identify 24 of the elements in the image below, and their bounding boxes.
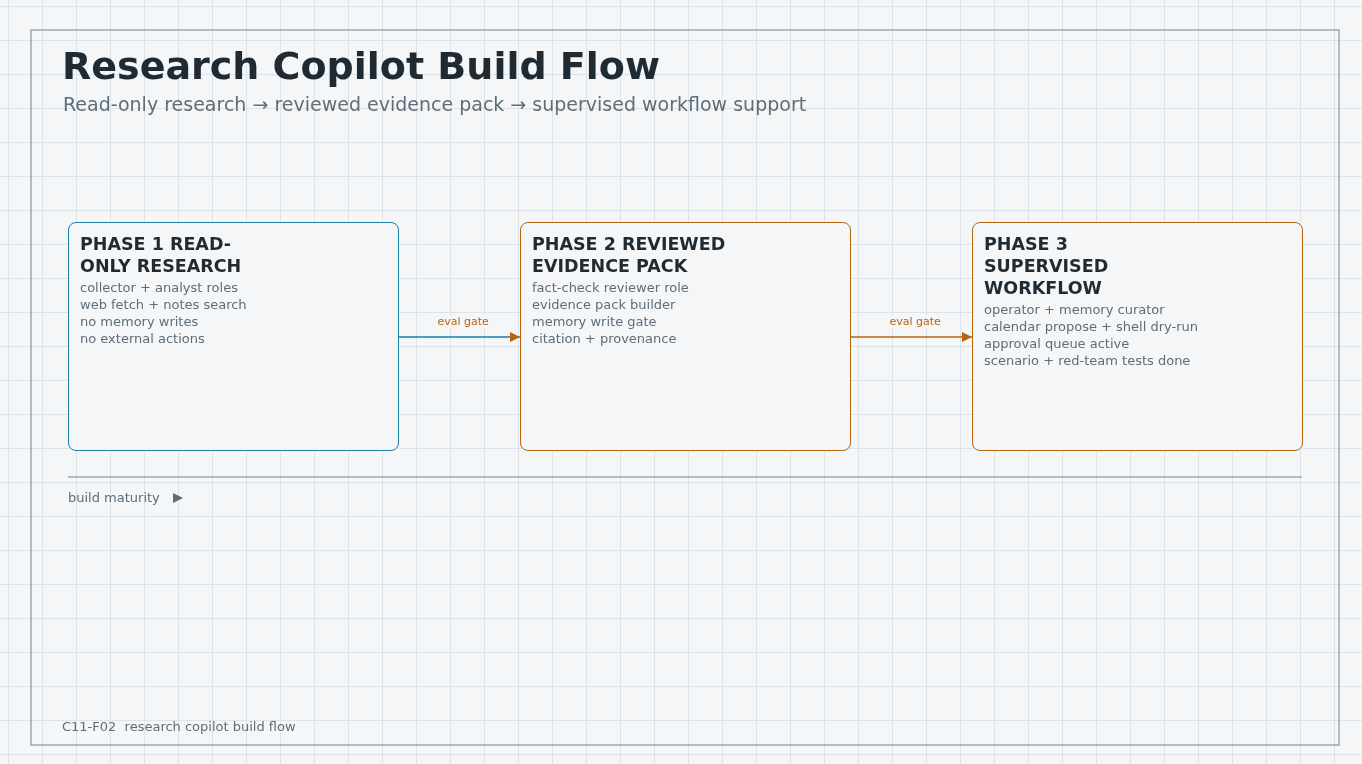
list-item: no external actions — [80, 330, 206, 347]
list-item: evidence pack builder — [532, 296, 677, 313]
list-item: no memory writes — [80, 313, 200, 330]
list-item: operator + memory curator — [984, 301, 1166, 318]
phase-card — [68, 222, 399, 451]
arrow — [850, 331, 973, 343]
title: Research Copilot Build Flow — [62, 44, 661, 88]
phase-heading: PHASE 3 SUPERVISED WORKFLOW — [984, 233, 1110, 299]
list-item: memory write gate — [532, 313, 658, 330]
list-item: scenario + red-team tests done — [984, 352, 1192, 369]
list-item: fact-check reviewer role — [532, 279, 690, 296]
list-item: approval queue active — [984, 335, 1131, 352]
list-item: collector + analyst roles — [80, 279, 239, 296]
caption: C11-F02 research copilot build flow — [62, 719, 296, 734]
phase-heading: PHASE 2 REVIEWED EVIDENCE PACK — [532, 233, 727, 277]
phase-card — [520, 222, 851, 451]
phase-heading: PHASE 1 READ-ONLY RESEARCH — [80, 233, 243, 277]
list-item: citation + provenance — [532, 330, 678, 347]
arrow — [398, 331, 521, 343]
list-item: web fetch + notes search — [80, 296, 248, 313]
subtitle: Read-only research → reviewed evidence pack → supervised workflow support — [63, 93, 807, 115]
axis-label: build maturity — [68, 490, 160, 505]
list-item: calendar propose + shell dry-run — [984, 318, 1199, 335]
phase-card — [972, 222, 1303, 451]
